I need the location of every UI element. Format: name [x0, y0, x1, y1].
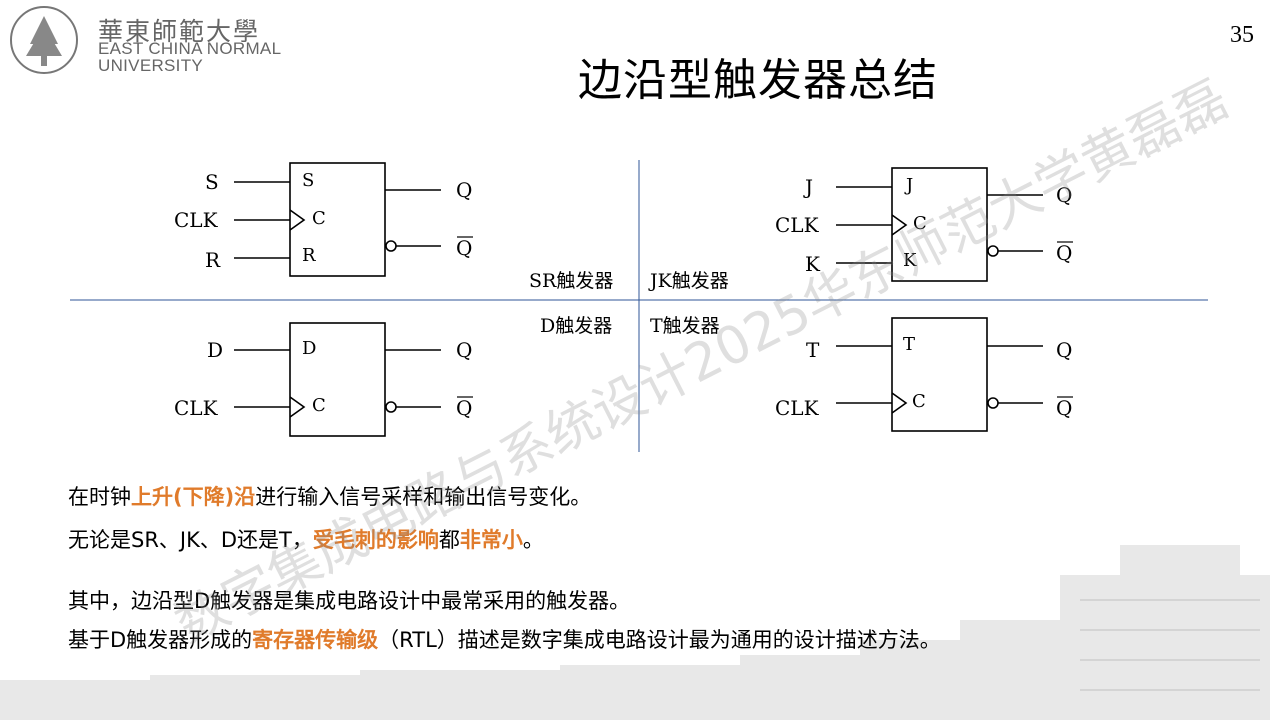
d-output-qbar: Q: [456, 396, 473, 420]
body-line-4-part: 基于D触发器形成的: [68, 628, 253, 652]
d-input-label: D: [207, 338, 224, 362]
body-line-3: 其中，边沿型D触发器是集成电路设计中最常采用的触发器。: [68, 589, 631, 613]
sr-input-label: R: [205, 248, 221, 272]
body-line-2-part: 都: [438, 528, 460, 552]
jk-input-label: CLK: [775, 213, 819, 237]
jk-inversion-bubble-icon: [987, 245, 999, 257]
sr-output-q: Q: [456, 178, 473, 202]
jk-output-q: Q: [1056, 183, 1073, 207]
university-name-en: EAST CHINA NORMAL UNIVERSITY: [98, 40, 281, 74]
university-name-en-line2: UNIVERSITY: [98, 56, 204, 75]
d-output-q: Q: [456, 338, 473, 362]
university-name-en-line1: EAST CHINA NORMAL: [98, 39, 282, 58]
t-output-q: Q: [1056, 338, 1073, 362]
highlight-glitch-text: 受毛刺的影响: [312, 528, 439, 552]
page-number: 35: [1230, 22, 1254, 48]
campus-skyline-image: [0, 545, 1270, 720]
sr-input-label: S: [205, 170, 219, 194]
d-input-label: CLK: [174, 396, 218, 420]
sr-input-label: CLK: [174, 208, 218, 232]
body-line-2-part: 无论是SR、JK、D还是T，: [68, 528, 313, 552]
university-logo-icon: [10, 6, 78, 74]
t-flipflop-box: [891, 317, 988, 432]
body-line-2-part: 。: [522, 528, 544, 552]
t-input-label: CLK: [775, 396, 819, 420]
body-line-4: 基于D触发器形成的寄存器传输级（RTL）描述是数字集成电路设计最为通用的设计描述…: [68, 624, 941, 654]
t-input-label: T: [806, 338, 820, 362]
sr-pin-label: S: [302, 170, 315, 191]
jk-output-qbar: Q: [1056, 241, 1073, 265]
highlight-edge-text: 上升(下降)沿: [131, 485, 256, 509]
body-line-1-part: 在时钟: [68, 485, 131, 509]
page-title: 边沿型触发器总结: [578, 55, 938, 106]
sr-output-qbar: Q: [456, 236, 473, 260]
sr-inversion-bubble-icon: [385, 240, 397, 252]
t-inversion-bubble-icon: [987, 397, 999, 409]
d-pin-label: D: [302, 338, 317, 359]
sr-pin-label: R: [302, 245, 316, 266]
d-clock-triangle-icon: [289, 396, 306, 418]
t-pin-label: T: [903, 334, 916, 355]
jk-clock-triangle-icon: [891, 214, 908, 236]
jk-pin-label: J: [906, 175, 914, 196]
jk-caption: JK触发器: [650, 270, 729, 292]
jk-input-label: J: [805, 175, 814, 199]
t-pin-label: C: [912, 391, 926, 412]
highlight-small-text: 非常小: [459, 528, 523, 552]
jk-pin-label: K: [903, 250, 917, 271]
t-caption: T触发器: [650, 315, 720, 337]
d-inversion-bubble-icon: [385, 401, 397, 413]
t-clock-triangle-icon: [891, 392, 908, 414]
d-caption: D触发器: [540, 315, 613, 337]
jk-input-label: K: [805, 252, 820, 276]
d-pin-label: C: [312, 395, 326, 416]
t-output-qbar: Q: [1056, 396, 1073, 420]
jk-pin-label: C: [913, 213, 927, 234]
highlight-rtl-text: 寄存器传输级: [252, 628, 379, 652]
body-line-4-part: （RTL）描述是数字集成电路设计最为通用的设计描述方法。: [378, 628, 941, 652]
university-name-cn: 華東師範大學: [98, 17, 261, 46]
body-line-2: 无论是SR、JK、D还是T，受毛刺的影响都非常小。: [68, 524, 544, 554]
d-flipflop-box: [289, 322, 386, 437]
body-line-1-part: 进行输入信号采样和输出信号变化。: [255, 485, 592, 509]
body-line-1: 在时钟上升(下降)沿进行输入信号采样和输出信号变化。: [68, 481, 591, 511]
sr-pin-label: C: [312, 208, 326, 229]
sr-caption: SR触发器: [529, 270, 614, 292]
sr-clock-triangle-icon: [289, 209, 306, 231]
